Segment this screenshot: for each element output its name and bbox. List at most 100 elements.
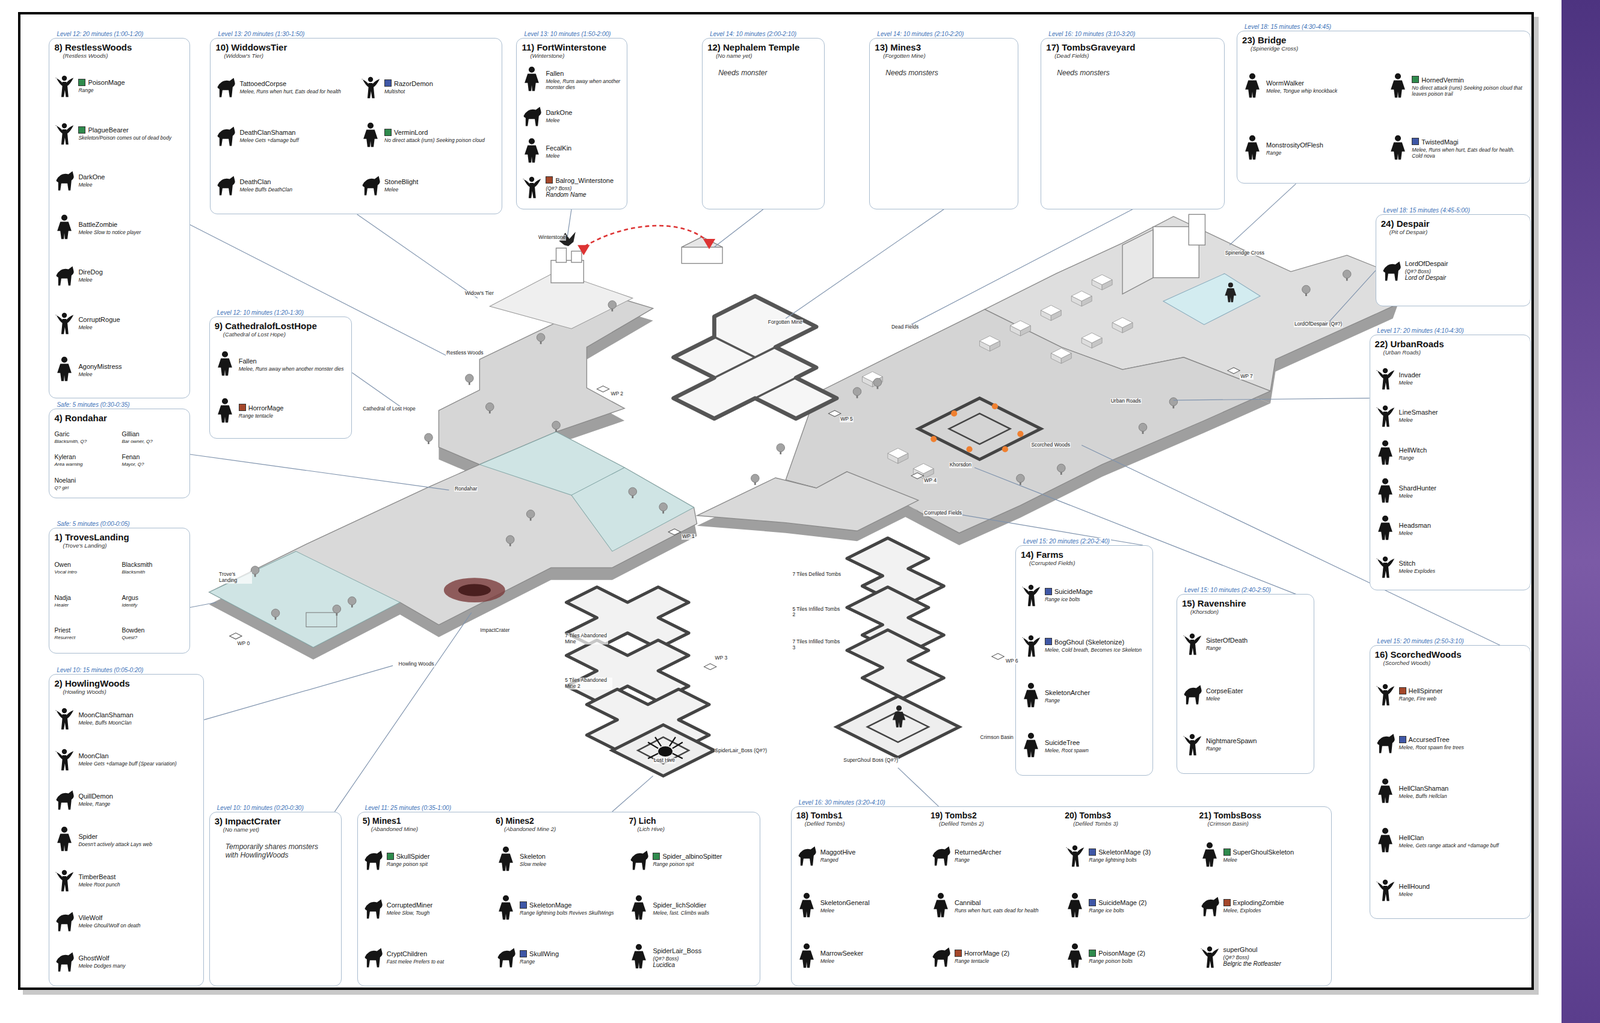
monster-silhouette — [217, 176, 236, 196]
monster-list: MoonClanShamanMelee, Buffs MoonClanMoonC… — [54, 697, 199, 981]
map-shape — [351, 372, 400, 407]
monster-description: Melee, Explodes — [1223, 907, 1327, 914]
entry-text: VileWolfMelee Ghoul/Wolf on death — [78, 911, 199, 929]
monster-name: HellSpinner — [1408, 686, 1444, 695]
map-shape — [1229, 183, 1296, 245]
monster-name: ReturnedArcher — [954, 848, 1002, 856]
name-line: DarkOne — [78, 170, 185, 182]
monster-figure — [54, 784, 75, 812]
npc-name: Nadja — [54, 593, 71, 601]
npc-role: Identify — [121, 602, 185, 608]
monster-silhouette — [56, 789, 74, 810]
monster-figure — [54, 261, 75, 288]
map-shape — [852, 387, 862, 399]
monster-silhouette — [56, 911, 74, 931]
monster-figure — [215, 170, 236, 198]
monster-list: PoisonMageRangePlagueBearerSkeleton/Pois… — [54, 61, 185, 393]
entry-text: FallenMelee, Runs away when another mons… — [238, 354, 348, 372]
monster-entry: TimberBeastMelee Root punch — [54, 864, 199, 894]
monster-name: HorrorMage — [248, 404, 284, 412]
name-line: SuicideTree — [1044, 736, 1148, 748]
name-line: Cannibal — [954, 896, 1058, 908]
name-line: Spider_albinoSpitter — [652, 849, 755, 861]
area-column: 21) TombsBoss(Crimson Basin)SuperGhoulSk… — [1199, 810, 1327, 981]
monster-figure — [54, 355, 75, 382]
monster-description: Range poison spit — [652, 860, 755, 867]
monster-entry: FallenMelee, Runs away when another mons… — [214, 348, 348, 378]
monster-figure — [796, 840, 817, 868]
monster-name: SpiderLair_Boss — [652, 946, 702, 954]
monster-entry: LineSmasherMelee — [1375, 400, 1526, 429]
monster-figure — [1181, 629, 1203, 656]
map-shape — [1169, 397, 1178, 409]
entry-text: SpiderDoesn't actively attack Lays web — [78, 830, 199, 847]
monster-silhouette — [523, 106, 542, 126]
monster-figure — [1064, 891, 1086, 918]
npc-entry: NoelaniQ? girl — [54, 473, 117, 491]
monster-name: Headsman — [1399, 521, 1431, 529]
npc-role: Blacksmith — [121, 569, 185, 575]
map-label: Howling Woods — [398, 661, 435, 668]
map-shape — [334, 612, 471, 812]
map-shape — [659, 502, 668, 514]
monster-silhouette — [1183, 733, 1202, 756]
monster-name: BogGhoul (Skeletonize) — [1054, 638, 1125, 646]
map-shape — [190, 183, 1501, 811]
monster-description: Range — [78, 87, 185, 94]
monster-figure — [1387, 134, 1409, 161]
monster-figure — [1020, 630, 1042, 658]
area-panel: Safe: 5 minutes (0:30-0:35)4) RondaharGa… — [48, 408, 190, 499]
area-title: 24) Despair — [1381, 218, 1526, 229]
level-time-label: Level 16: 10 minutes (3:10-3:20) — [1047, 30, 1137, 38]
name-line: BattleZombie — [78, 218, 185, 230]
monster-description: Melee, Range — [78, 800, 199, 807]
map-label: Scorched Woods — [1030, 442, 1071, 449]
monster-name: Fallen — [238, 357, 257, 365]
monster-description: Range poison bolts — [1088, 957, 1192, 964]
area-title: 15) Ravenshire — [1181, 597, 1309, 609]
monster-description: (Q#? Boss) — [1223, 953, 1327, 960]
entry-text: CorpseEaterMelee — [1206, 684, 1309, 702]
note-text: Needs monsters — [885, 68, 1010, 77]
area-panel: Level 13: 10 minutes (1:50-2:00)11) Fort… — [516, 37, 628, 210]
entry-text: DeathClanShamanMelee Gets +damage buff — [239, 126, 352, 144]
monster-silhouette — [498, 947, 516, 968]
monster-figure — [360, 121, 381, 148]
monster-entry: RazorDemonMultishot — [360, 71, 497, 101]
monster-entry: PoisonMageRange — [54, 70, 185, 100]
map-shape — [250, 270, 1351, 620]
map-label: Dead Fields — [890, 324, 920, 331]
map-shape — [697, 471, 919, 531]
entry-text: HorrorMageRange tentacle — [238, 401, 348, 419]
name-line: Spider_lichSoldier — [652, 898, 755, 910]
monster-list: ReturnedArcherRangeCannibalRuns when hur… — [930, 828, 1058, 981]
area-panel: Level 18: 15 minutes (4:30-4:45)23) Brid… — [1236, 30, 1531, 184]
npc-role: Area warning — [54, 461, 117, 467]
monster-silhouette — [364, 850, 382, 870]
monster-description: Melee — [820, 907, 924, 914]
map-shape — [930, 435, 937, 442]
monster-list: SuicideMageRange ice boltsBogGhoul (Skel… — [1020, 568, 1148, 770]
level-time-label: Level 13: 20 minutes (1:30-1:50) — [216, 30, 306, 38]
npc-entry: GillianBar owner, Q? — [121, 427, 185, 445]
monster-figure — [54, 865, 75, 893]
area-panel: Level 14: 10 minutes (2:10-2:20)13) Mine… — [869, 37, 1019, 210]
map-label: ImpactCrater — [479, 627, 511, 634]
monster-silhouette — [1021, 584, 1040, 607]
entry-text: LineSmasherMelee — [1399, 406, 1526, 423]
monster-figure — [1387, 72, 1409, 99]
monster-figure — [1199, 891, 1220, 918]
monster-entry: TattooedCorpseMelee, Runs when hurt, Eat… — [215, 71, 352, 101]
monster-description: Doesn't actively attack Lays web — [78, 840, 199, 847]
monster-description: Melee — [1399, 416, 1526, 423]
npc-role: Bar owner, Q? — [121, 438, 185, 444]
monster-entry: AgonyMistressMelee — [54, 354, 185, 384]
npc-entry: PriestResurrect — [54, 623, 117, 641]
monster-figure — [360, 72, 381, 100]
area-subtitle: (Crimson Basin) — [1207, 819, 1327, 827]
map-shape — [306, 612, 337, 627]
area-subtitle: (Defiled Tombs) — [804, 819, 924, 827]
monster-name: SkeletonMage (3) — [1098, 848, 1151, 856]
npc-entry: NadjaHealer — [54, 590, 117, 609]
monster-silhouette — [1202, 842, 1217, 867]
